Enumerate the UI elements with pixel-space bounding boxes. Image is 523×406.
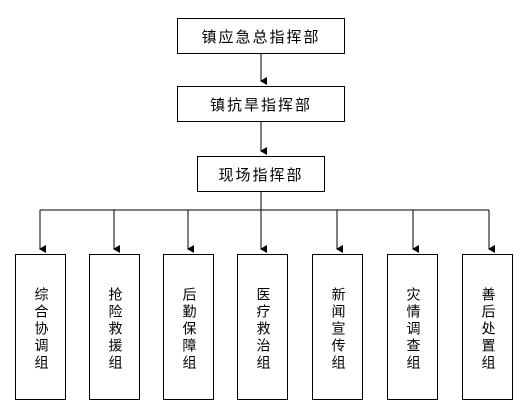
site-command-label: 现场指挥部 (218, 165, 304, 184)
top-command-label: 镇应急总指挥部 (201, 27, 321, 46)
group-box-3: 后勤保障组 (163, 254, 214, 400)
drought-command-box: 镇抗旱指挥部 (177, 86, 345, 122)
group-label-4: 医疗救治组 (254, 287, 271, 372)
group-label-3: 后勤保障组 (180, 287, 197, 372)
group-label-5: 新闻宣传组 (329, 287, 346, 372)
site-command-box: 现场指挥部 (197, 156, 325, 192)
group-label-7: 善后处置组 (479, 287, 496, 372)
group-box-1: 综合协调组 (15, 254, 66, 400)
group-box-6: 灾情调查组 (387, 254, 438, 400)
group-label-6: 灾情调查组 (404, 287, 421, 372)
group-label-1: 综合协调组 (32, 287, 49, 372)
group-label-2: 抢险救援组 (106, 287, 123, 372)
group-box-2: 抢险救援组 (89, 254, 140, 400)
group-box-5: 新闻宣传组 (312, 254, 363, 400)
drought-command-label: 镇抗旱指挥部 (209, 95, 312, 114)
group-box-7: 善后处置组 (462, 254, 513, 400)
top-command-box: 镇应急总指挥部 (177, 18, 345, 54)
group-box-4: 医疗救治组 (237, 254, 288, 400)
